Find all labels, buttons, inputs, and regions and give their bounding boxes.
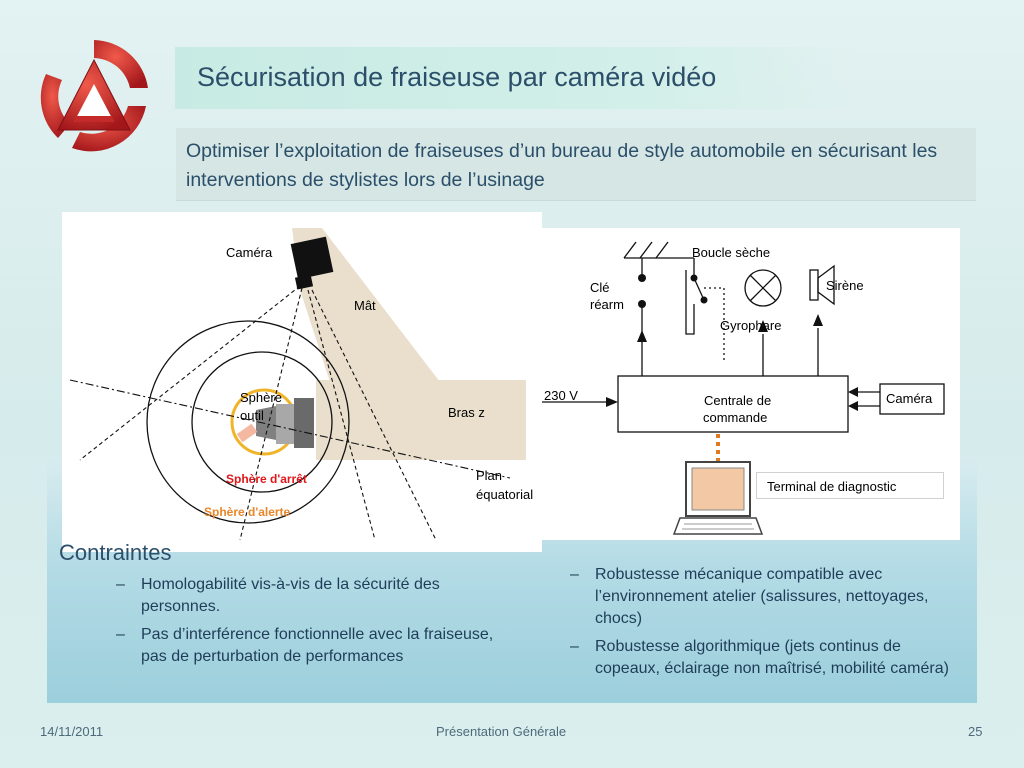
- beacon-label: Gyrophare: [720, 318, 782, 333]
- key-label-1: Clé: [590, 280, 610, 295]
- siren-arrow: [813, 314, 823, 326]
- camera-box-label: Caméra: [886, 391, 933, 406]
- loop-switch-body: [685, 270, 695, 335]
- tool-tip: [236, 423, 258, 443]
- slide-subtitle: Optimiser l’exploitation de fraiseuses d…: [186, 140, 938, 191]
- laptop-base: [672, 517, 764, 535]
- plane-label-1: Plan: [476, 468, 503, 483]
- spindle-block: [294, 398, 314, 448]
- key-arrow: [637, 330, 647, 342]
- bullet-dash: –: [116, 626, 125, 643]
- company-logo: [40, 40, 148, 152]
- footer-title: Présentation Générale: [436, 724, 567, 739]
- stop-sphere: [191, 351, 333, 493]
- milling-tool: [256, 406, 276, 440]
- tool-sphere-label-2: outil: [240, 408, 264, 423]
- key-contact-top: [638, 274, 646, 282]
- key-label-2: réarm: [590, 297, 624, 312]
- siren-body: [809, 269, 819, 301]
- list-item-text: Pas d’interférence fonctionnelle avec la…: [141, 626, 494, 665]
- mast-label: Mât: [354, 298, 376, 313]
- list-item-text: Homologabilité vis-à-vis de la sécurité …: [141, 576, 440, 615]
- equatorial-plane-line: [69, 379, 511, 479]
- subtitle-box: [176, 128, 976, 201]
- ground-hatch-2: [639, 241, 653, 259]
- footer-page-number: 25: [968, 724, 983, 739]
- loop-contact-top: [690, 274, 698, 282]
- beacon-symbol: [744, 269, 782, 307]
- camera-out-arrow: [848, 387, 858, 397]
- siren-label: Sirène: [826, 278, 864, 293]
- camera-view-cone: [79, 285, 437, 541]
- list-item: –Pas d’interférence fonctionnelle avec l…: [116, 624, 511, 668]
- laptop-screen: [691, 467, 745, 511]
- title-bar: [175, 47, 855, 109]
- arm-label: Bras z: [448, 405, 485, 420]
- bullet-dash: –: [570, 638, 579, 655]
- loop-switch-blade: [693, 277, 705, 301]
- terminal-label-box: [756, 472, 944, 499]
- bullet-dash: –: [116, 576, 125, 593]
- bullet-dash: –: [570, 566, 579, 583]
- constraints-left-list: –Homologabilité vis-à-vis de la sécurité…: [116, 574, 511, 674]
- key-contact-bottom: [638, 300, 646, 308]
- camera-box: [879, 383, 945, 415]
- loop-dotted-link: [704, 287, 725, 360]
- spindle-head: [276, 404, 294, 444]
- loop-contact-bottom: [700, 296, 708, 304]
- alert-sphere-label: Sphère d'alerte: [204, 505, 291, 519]
- stop-sphere-label: Sphère d'arrêt: [226, 472, 307, 486]
- central-label-1: Centrale de: [704, 393, 772, 408]
- camera-label: Caméra: [226, 245, 273, 260]
- siren-horn: [817, 264, 835, 306]
- plane-label-2: équatorial: [476, 487, 534, 502]
- camera-in-arrow: [848, 401, 858, 411]
- alert-sphere: [146, 320, 350, 524]
- constraints-right-list: –Robustesse mécanique compatible avec l’…: [570, 564, 965, 686]
- camera-body: [290, 236, 334, 280]
- terminal-label: Terminal de diagnostic: [767, 479, 897, 494]
- slide-title: Sécurisation de fraiseuse par caméra vid…: [197, 62, 717, 92]
- loop-label: Boucle sèche: [692, 245, 771, 260]
- beacon-cross-2: [749, 274, 777, 302]
- central-box: [617, 375, 849, 433]
- constraints-heading: Contraintes: [59, 540, 172, 565]
- ground-hatch-3: [655, 241, 669, 259]
- list-item: –Homologabilité vis-à-vis de la sécurité…: [116, 574, 511, 618]
- list-item: – Robustesse algorithmique (jets continu…: [570, 636, 965, 680]
- central-label-2: commande: [703, 410, 768, 425]
- arm-shape: [316, 380, 526, 460]
- voltage-label: 230 V: [544, 388, 578, 403]
- footer-date: 14/11/2011: [40, 724, 104, 739]
- list-item-text: Robustesse mécanique compatible avec l’e…: [595, 566, 929, 627]
- list-item: –Robustesse mécanique compatible avec l’…: [570, 564, 965, 630]
- ground-hatch-1: [623, 241, 637, 259]
- beacon-arrow: [758, 320, 768, 332]
- tool-sphere-label-1: Sphère: [240, 390, 282, 405]
- list-item-text: Robustesse algorithmique (jets continus …: [595, 638, 949, 677]
- power-arrow: [606, 397, 618, 407]
